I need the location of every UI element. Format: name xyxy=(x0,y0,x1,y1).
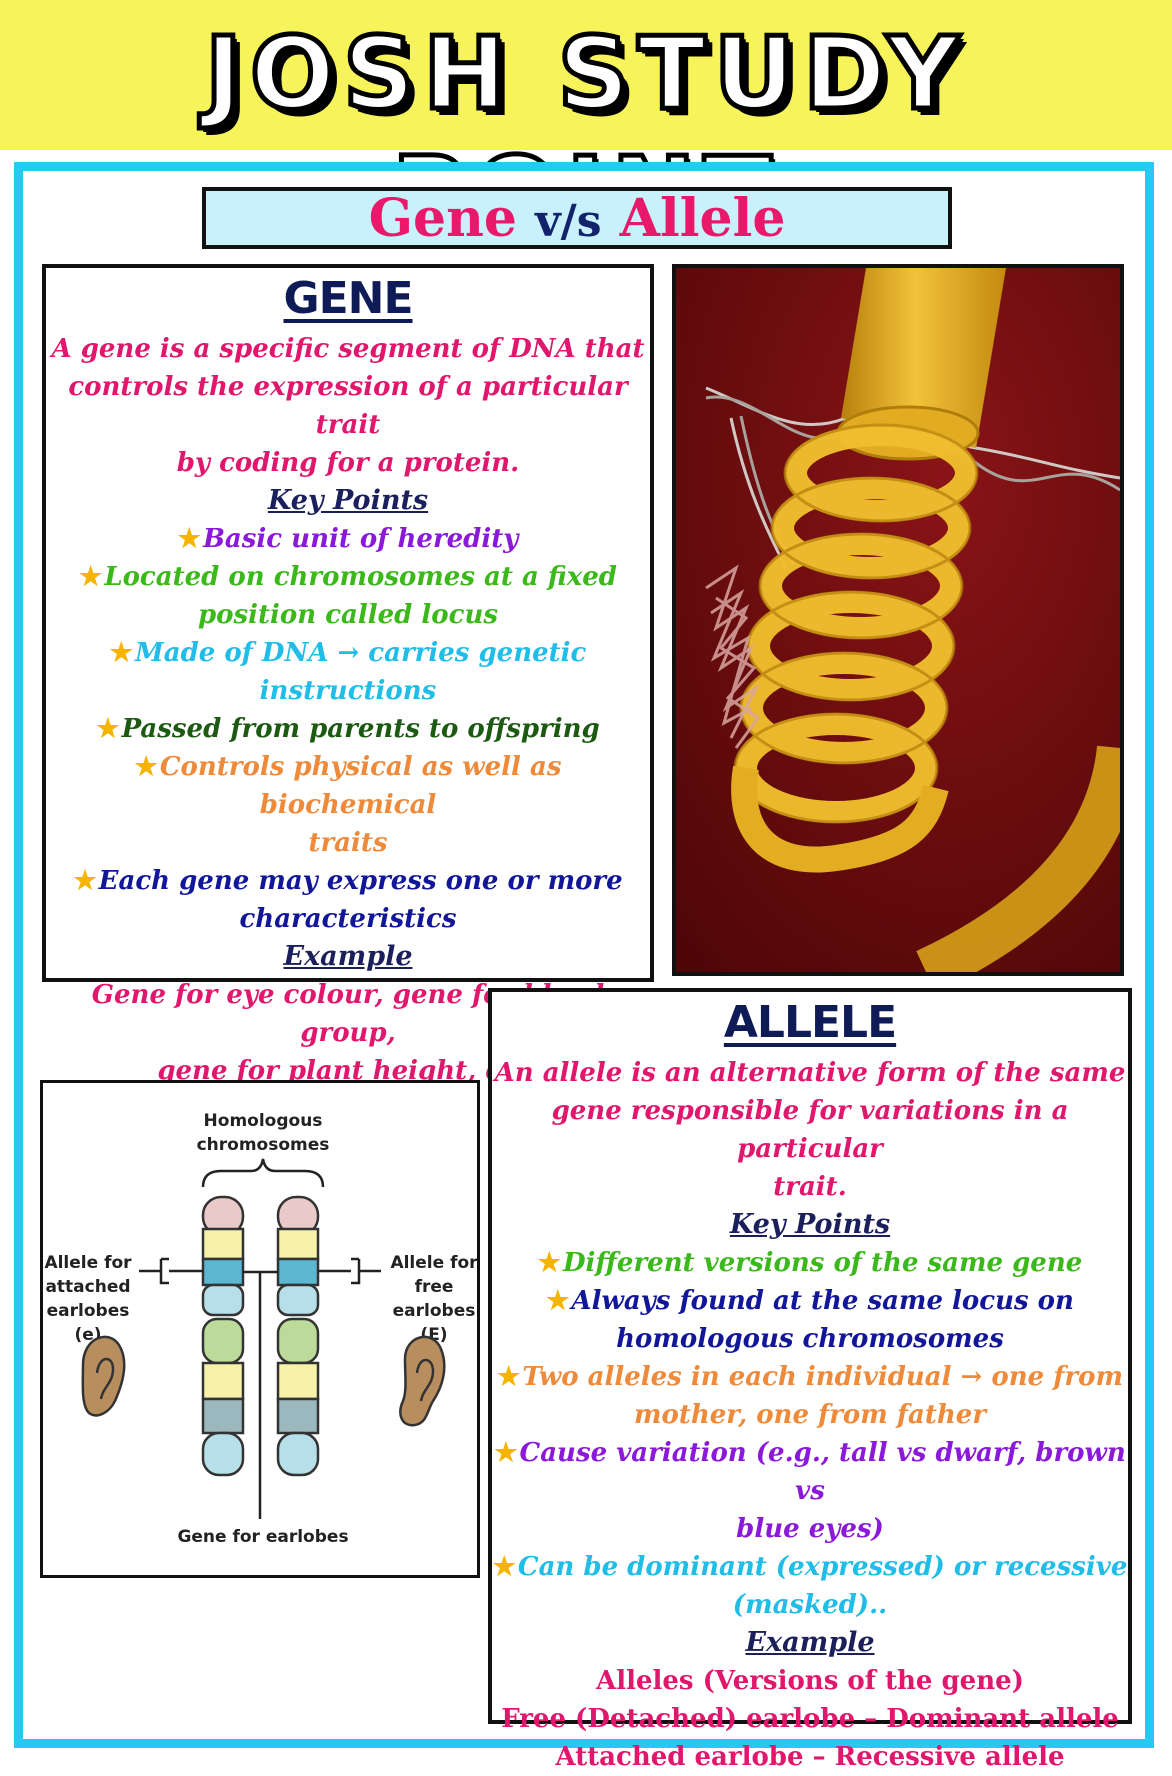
gene-panel: GENE A gene is a specific segment of DNA… xyxy=(42,264,654,1086)
star-icon: ★ xyxy=(134,752,158,782)
star-icon: ★ xyxy=(497,1362,521,1392)
gene-earlobes-label: Gene for earlobes xyxy=(177,1527,349,1547)
star-icon: ★ xyxy=(73,866,97,896)
gene-point: ★Located on chromosomes at a fixed xyxy=(46,558,650,596)
gene-definition-line: by coding for a protein. xyxy=(176,448,520,478)
attached-ear-icon xyxy=(81,1335,126,1417)
gene-key-points-label: Key Points xyxy=(267,485,429,516)
point-text: Located on chromosomes at a fixed xyxy=(104,562,617,592)
point-text: Controls physical as well as biochemical xyxy=(159,752,562,820)
point-text: Different versions of the same gene xyxy=(562,1248,1083,1278)
attached-allele-label: Allele for attached earlobes (e) xyxy=(43,1251,133,1347)
allele-example-line: Attached earlobe – Recessive allele xyxy=(555,1742,1065,1772)
star-icon: ★ xyxy=(537,1248,561,1278)
title-allele: Allele xyxy=(619,188,786,249)
star-icon: ★ xyxy=(96,714,120,744)
star-icon: ★ xyxy=(109,638,133,668)
label-line: Allele for xyxy=(390,1253,478,1273)
point-text: Made of DNA → carries genetic xyxy=(134,638,587,668)
point-text: Always found at the same locus on xyxy=(571,1286,1074,1316)
label-line: earlobes xyxy=(46,1301,130,1321)
gene-point: ★Passed from parents to offspring xyxy=(46,710,650,748)
allele-point-cont: mother, one from father xyxy=(633,1400,987,1430)
banner: JOSH STUDY POINT xyxy=(0,0,1172,255)
point-text: Each gene may express one or more xyxy=(98,866,623,896)
allele-definition-line: gene responsible for variations in a par… xyxy=(551,1096,1069,1164)
allele-definition-line: An allele is an alternative form of the … xyxy=(494,1058,1126,1088)
star-icon: ★ xyxy=(177,524,201,554)
gene-point: ★Controls physical as well as biochemica… xyxy=(46,748,650,824)
dna-coil-image xyxy=(676,268,1120,972)
label-line: attached xyxy=(45,1277,131,1297)
earlobe-gene-diagram: Homologous chromosomes Allele for attach… xyxy=(40,1080,480,1578)
allele-example-line: Free (Detached) earlobe – Dominant allel… xyxy=(501,1704,1119,1734)
chromosome-drawing xyxy=(81,1158,446,1519)
chromosome-illustration xyxy=(672,264,1124,976)
gene-point-cont: position called locus xyxy=(197,600,498,630)
label-line: Allele for xyxy=(44,1253,132,1273)
gene-heading: GENE xyxy=(283,273,413,324)
allele-heading: ALLELE xyxy=(723,997,897,1048)
allele-point-cont: (masked).. xyxy=(732,1590,888,1620)
gene-definition-line: controls the expression of a particular … xyxy=(68,372,628,440)
page-title: Gene v/s Allele xyxy=(202,187,952,249)
free-ear-icon xyxy=(399,1335,446,1427)
left-chromosome xyxy=(201,1195,245,1477)
allele-panel: ALLELE An allele is an alternative form … xyxy=(488,988,1132,1772)
allele-point: ★Two alleles in each individual → one fr… xyxy=(492,1358,1128,1396)
allele-example-label: Example xyxy=(745,1627,875,1658)
label-line: earlobes xyxy=(392,1301,476,1321)
gene-definition-line: A gene is a specific segment of DNA that xyxy=(51,334,645,364)
point-text: Can be dominant (expressed) or recessive xyxy=(517,1552,1128,1582)
gene-point-cont: traits xyxy=(308,828,388,858)
star-icon: ★ xyxy=(79,562,103,592)
allele-point: ★Can be dominant (expressed) or recessiv… xyxy=(492,1548,1128,1586)
star-icon: ★ xyxy=(546,1286,570,1316)
gene-point: ★Each gene may express one or more xyxy=(46,862,650,900)
star-icon: ★ xyxy=(494,1438,518,1468)
allele-example-line: Alleles (Versions of the gene) xyxy=(596,1666,1024,1696)
gene-example-label: Example xyxy=(283,941,413,972)
point-text: Basic unit of heredity xyxy=(202,524,519,554)
title-vs: v/s xyxy=(535,196,602,247)
homologous-label: Homologous chromosomes xyxy=(163,1109,363,1157)
label-line: free xyxy=(414,1277,454,1297)
allele-point: ★Cause variation (e.g., tall vs dwarf, b… xyxy=(492,1434,1128,1510)
gene-point: ★Basic unit of heredity xyxy=(46,520,650,558)
allele-point-cont: homologous chromosomes xyxy=(616,1324,1004,1354)
point-text: Passed from parents to offspring xyxy=(121,714,600,744)
title-gene: Gene xyxy=(368,188,517,249)
allele-point-cont: blue eyes) xyxy=(736,1514,884,1544)
right-chromosome xyxy=(276,1195,320,1477)
gene-point-cont: instructions xyxy=(259,676,437,706)
homologous-line: Homologous xyxy=(203,1111,323,1131)
gene-point-cont: characteristics xyxy=(239,904,457,934)
homologous-line: chromosomes xyxy=(196,1135,330,1155)
allele-definition-line: trait. xyxy=(773,1172,847,1202)
brace-icon xyxy=(201,1158,325,1188)
allele-key-points-label: Key Points xyxy=(729,1209,891,1240)
gene-point: ★Made of DNA → carries genetic xyxy=(46,634,650,672)
point-text: Two alleles in each individual → one fro… xyxy=(522,1362,1123,1392)
allele-point: ★Different versions of the same gene xyxy=(492,1244,1128,1282)
point-text: Cause variation (e.g., tall vs dwarf, br… xyxy=(519,1438,1126,1506)
allele-point: ★Always found at the same locus on xyxy=(492,1282,1128,1320)
star-icon: ★ xyxy=(492,1552,516,1582)
